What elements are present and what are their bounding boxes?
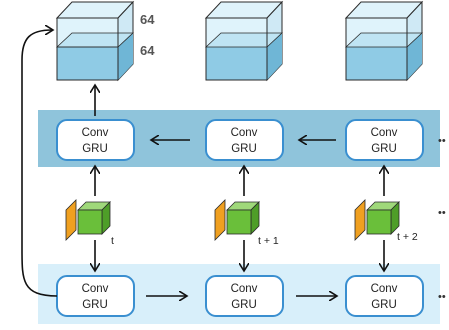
box-line2: GRU	[371, 299, 397, 311]
feedback-arrow-icon	[21, 30, 58, 297]
upper-convgru-box-3: Conv GRU	[345, 119, 424, 161]
feature-label: t + 1	[258, 235, 279, 247]
box-line1: Conv	[231, 283, 258, 295]
lower-convgru-box-3: Conv GRU	[345, 275, 424, 317]
box-line1: Conv	[371, 283, 398, 295]
volume-cube-icon	[55, 0, 135, 82]
volume-cube-icon	[344, 0, 424, 82]
box-line2: GRU	[82, 143, 108, 155]
cube-mid-label: 64	[140, 43, 155, 58]
upper-ellipsis: ••	[438, 135, 446, 147]
box-line1: Conv	[82, 127, 109, 139]
lower-ellipsis: ••	[438, 291, 446, 303]
lower-convgru-box-2: Conv GRU	[205, 275, 284, 317]
box-line1: Conv	[231, 127, 258, 139]
feature-block-icon	[354, 199, 400, 241]
box-line1: Conv	[371, 127, 398, 139]
upper-convgru-box-1: Conv GRU	[56, 119, 135, 161]
box-line2: GRU	[231, 143, 257, 155]
feature-ellipsis: ••	[438, 207, 446, 219]
feature-label: t	[111, 235, 114, 247]
lower-convgru-box-1: Conv GRU	[56, 275, 135, 317]
box-line2: GRU	[231, 299, 257, 311]
feature-label: t + 2	[397, 231, 418, 243]
feature-block-icon	[214, 199, 260, 241]
box-line1: Conv	[82, 283, 109, 295]
feature-block-icon	[65, 199, 111, 241]
upper-convgru-box-2: Conv GRU	[205, 119, 284, 161]
box-line2: GRU	[371, 143, 397, 155]
cube-top-label: 64	[140, 12, 155, 27]
box-line2: GRU	[82, 299, 108, 311]
volume-cube-icon	[204, 0, 284, 82]
